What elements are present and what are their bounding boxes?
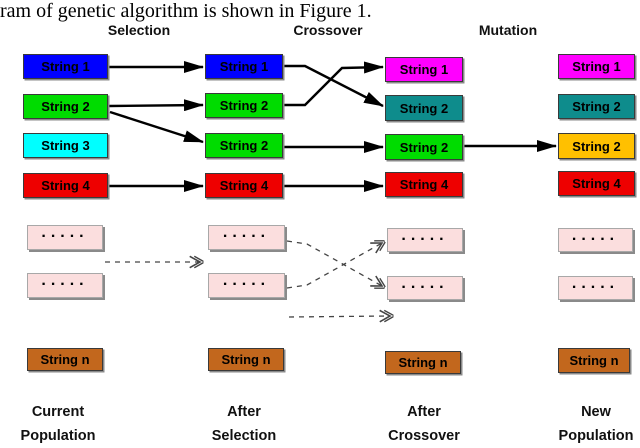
box-label: .....: [222, 224, 271, 241]
box-label: String 2: [219, 138, 269, 153]
box-after-selection-string-2: String 2: [205, 133, 283, 158]
box-after-crossover-string-4: String 4: [385, 172, 463, 197]
box-after-crossover-dots-5: .....: [387, 274, 463, 300]
box-after-selection-string-n: String n: [208, 348, 284, 371]
box-label: String 2: [399, 100, 449, 116]
column-footer-after-selection-line1: After: [227, 404, 261, 420]
box-new-population-string-1: String 1: [558, 54, 635, 79]
arrow-crossover-string1: [284, 64, 384, 108]
box-after-crossover-string-1: String 1: [385, 57, 463, 82]
box-after-selection-dots-4: .....: [208, 224, 285, 250]
box-label: .....: [222, 272, 271, 289]
box-after-selection-string-1: String 1: [205, 54, 283, 79]
box-label: String 4: [41, 178, 90, 193]
box-label: .....: [571, 226, 620, 244]
box-label: String 2: [219, 98, 269, 113]
box-current-population-string-2: String 2: [23, 94, 108, 119]
box-after-crossover-string-n: String n: [385, 351, 461, 374]
box-current-population-string-n: String n: [27, 348, 103, 371]
box-current-population-string-4: String 4: [23, 173, 108, 198]
box-current-population-string-1: String 1: [23, 54, 108, 79]
column-footer-after-crossover-line1: After: [407, 404, 441, 420]
stage-label-mutation: Mutation: [478, 22, 538, 38]
arrow-crossover-string2: [284, 61, 384, 107]
box-label: .....: [401, 274, 449, 292]
box-after-selection-string-4: String 4: [205, 173, 283, 198]
box-new-population-string-4: String 4: [558, 171, 635, 196]
box-label: String n: [221, 352, 271, 367]
box-label: String n: [40, 352, 90, 367]
box-label: String 1: [41, 59, 90, 74]
box-label: String 4: [219, 178, 269, 193]
box-label: String 2: [399, 139, 449, 155]
box-after-crossover-dots-4: .....: [387, 226, 463, 252]
box-after-crossover-string-2: String 2: [385, 134, 463, 160]
box-label: .....: [41, 224, 89, 241]
box-label: String 2: [572, 99, 621, 114]
box-new-population-dots-4: .....: [558, 226, 633, 252]
box-label: String 4: [572, 176, 621, 191]
figure-caption: ram of genetic algorithm is shown in Fig…: [0, 0, 372, 22]
box-label: String 4: [399, 177, 449, 192]
column-footer-after-crossover-line2: Crossover: [388, 428, 460, 444]
box-new-population-string-2: String 2: [558, 133, 635, 159]
box-after-selection-string-2: String 2: [205, 93, 283, 118]
box-label: String n: [398, 355, 448, 370]
box-label: String 3: [41, 138, 90, 153]
box-new-population-string-2: String 2: [558, 94, 635, 119]
box-label: String 1: [219, 59, 269, 74]
box-current-population-dots-4: .....: [27, 224, 103, 250]
box-label: .....: [571, 274, 620, 292]
column-footer-current-population-line2: Population: [20, 428, 96, 444]
stage-label-crossover: Crossover: [293, 22, 363, 38]
dashed-arrow-crossover-dots-up: [286, 243, 382, 289]
solid-arrows: [108, 61, 557, 192]
arrow-select-string2-copy: [109, 110, 204, 144]
column-footer-after-selection-line2: Selection: [211, 428, 277, 444]
stage-label-selection: Selection: [107, 22, 171, 38]
box-label: String 1: [399, 62, 449, 77]
box-label: String 1: [572, 59, 621, 74]
box-current-population-dots-5: .....: [27, 272, 103, 298]
column-footer-current-population-line1: Current: [31, 404, 85, 420]
box-label: String 2: [41, 99, 90, 114]
box-after-selection-dots-5: .....: [208, 272, 285, 298]
box-label: .....: [401, 226, 449, 244]
column-footer-new-population-line1: New: [581, 404, 611, 420]
box-new-population-string-n: String n: [558, 348, 630, 373]
box-new-population-dots-5: .....: [558, 274, 633, 300]
box-current-population-string-3: String 3: [23, 133, 108, 158]
dashed-arrow-crossover-dots-down: [286, 240, 382, 286]
box-label: String n: [569, 353, 619, 368]
dashed-arrow-dots-continuation: [288, 316, 390, 317]
arrow-select-string2: [108, 99, 204, 112]
box-after-crossover-string-2: String 2: [385, 95, 463, 121]
box-label: .....: [41, 272, 89, 289]
column-footer-new-population-line2: Population: [558, 428, 634, 444]
box-label: String 2: [572, 138, 621, 154]
